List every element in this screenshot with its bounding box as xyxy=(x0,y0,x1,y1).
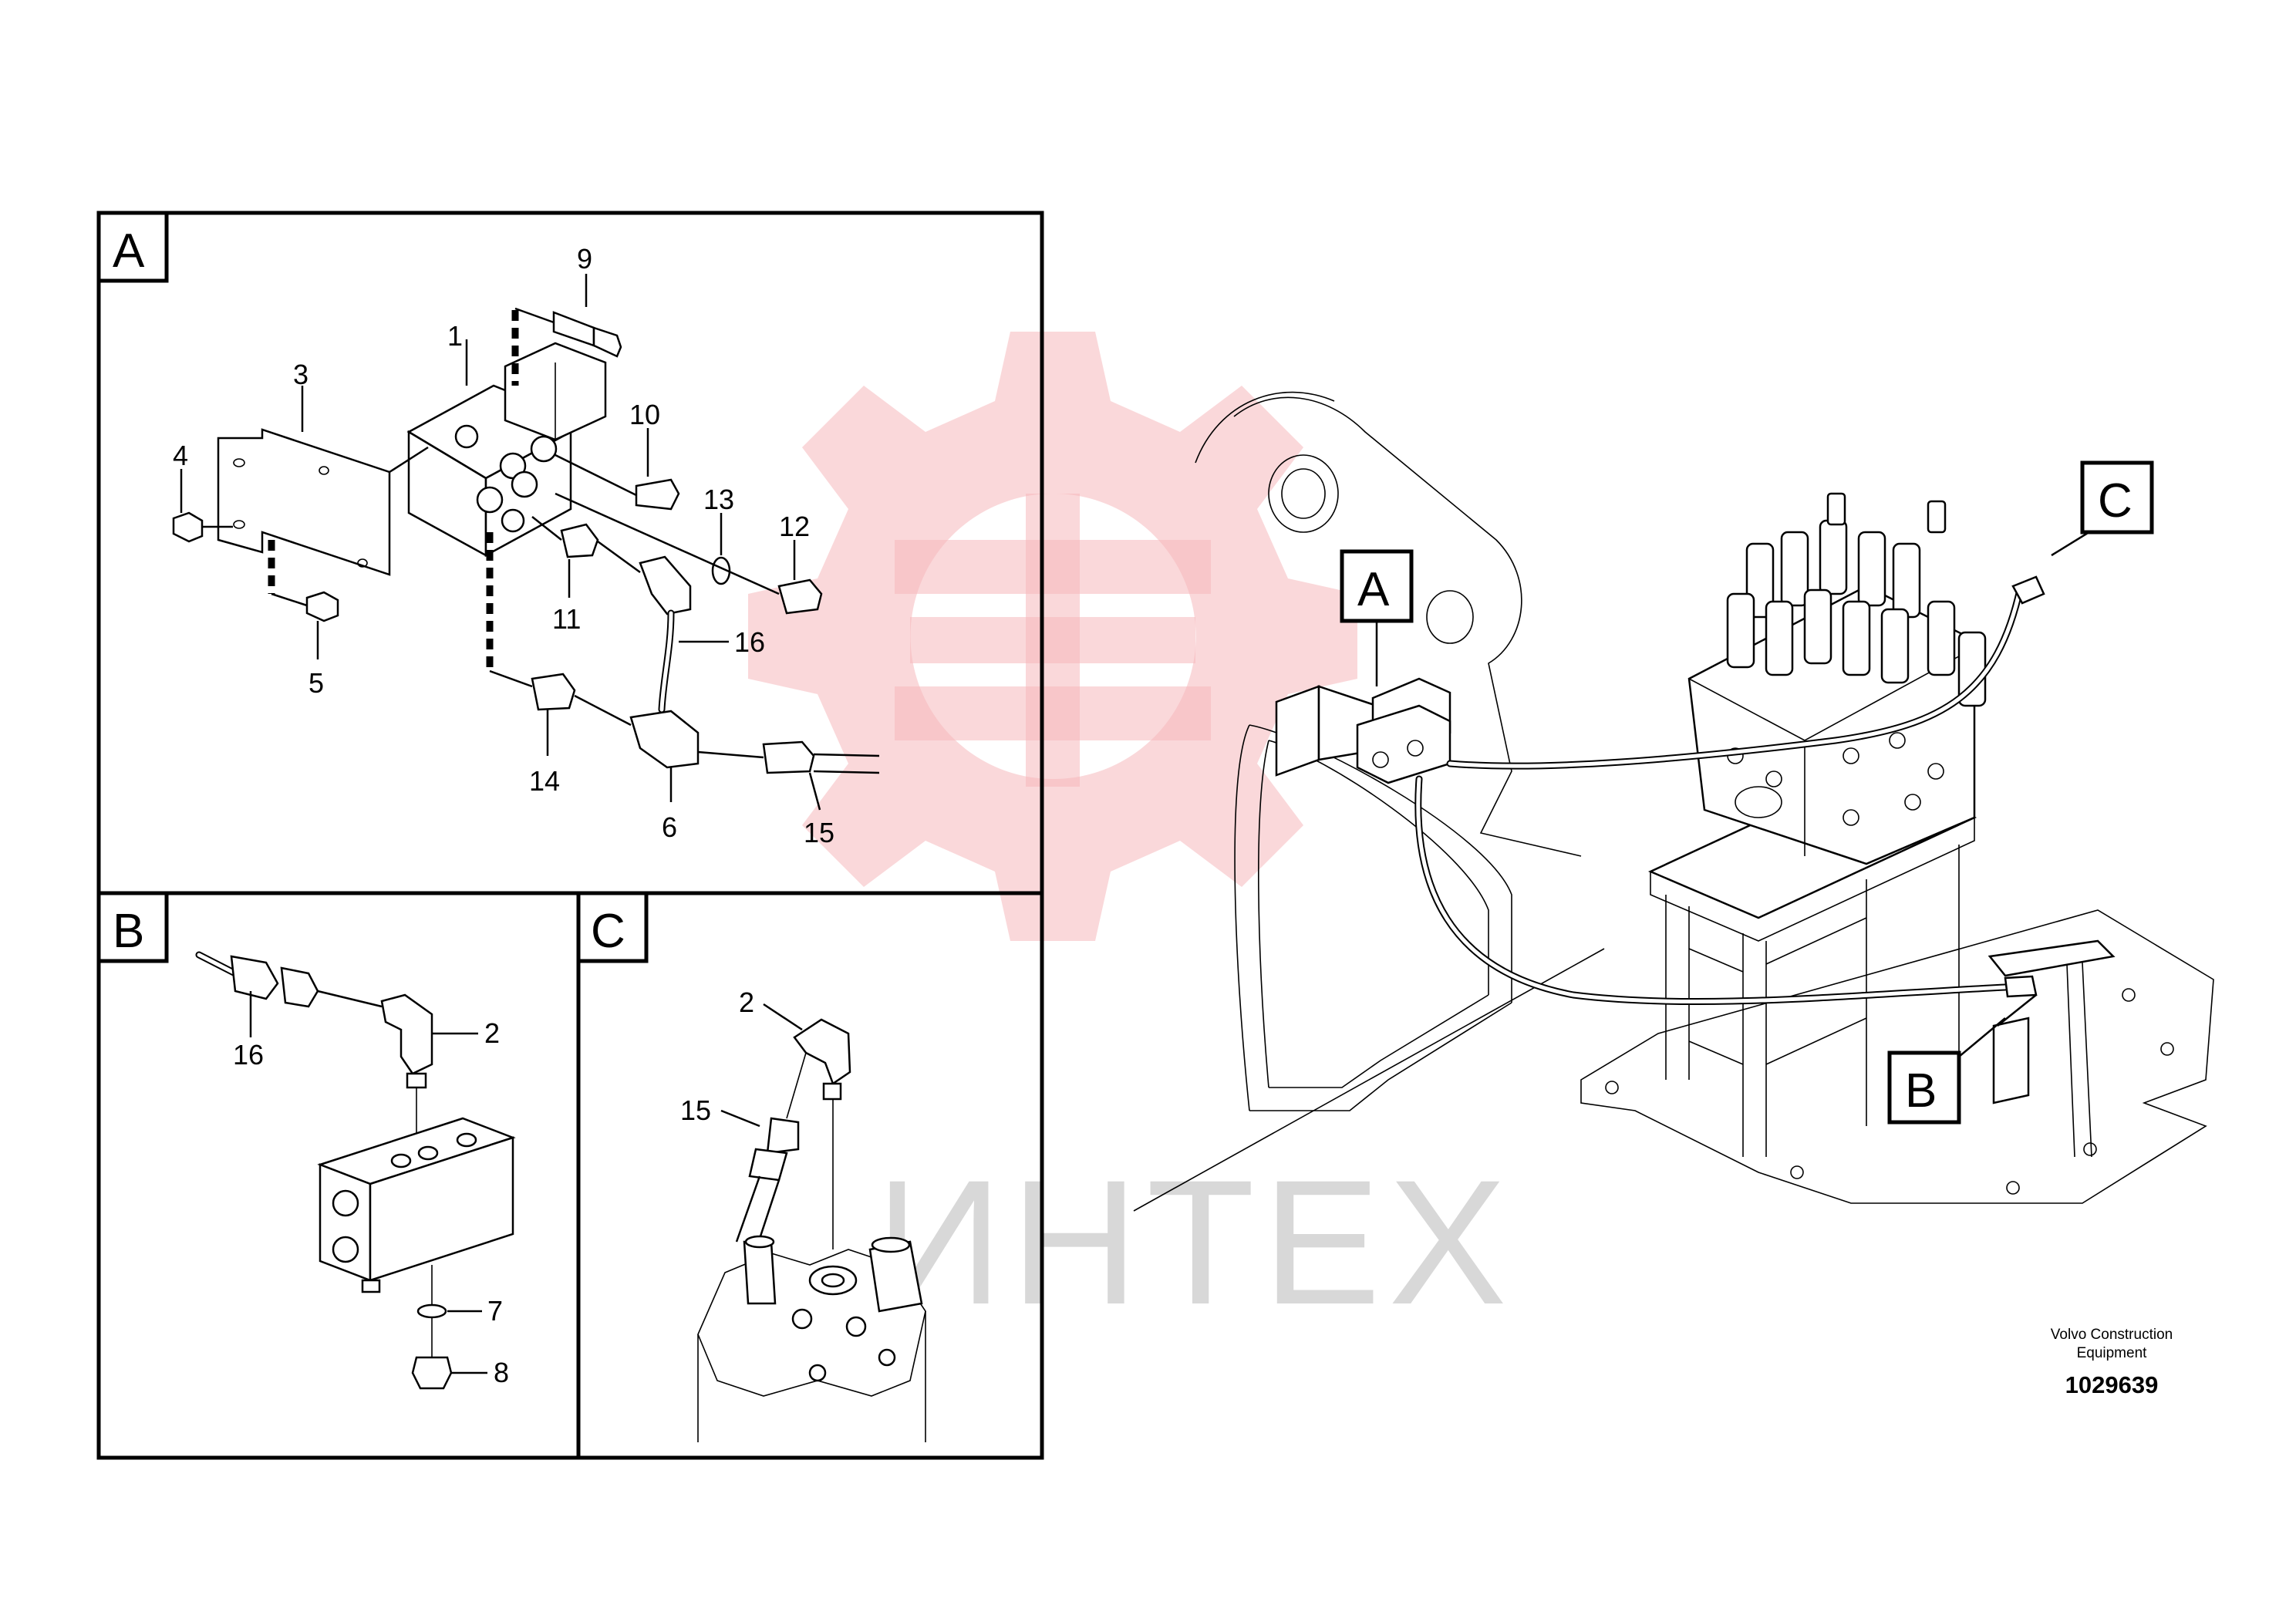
main-tag-c: C xyxy=(2098,474,2132,528)
callout-b-2: 2 xyxy=(484,1017,500,1049)
callout-a-3: 3 xyxy=(293,359,308,390)
footer-line-2: Equipment xyxy=(2077,1345,2148,1361)
callout-a-11: 11 xyxy=(552,603,581,635)
callout-a-5: 5 xyxy=(308,667,324,699)
callout-a-10: 10 xyxy=(629,399,660,430)
callout-b-7: 7 xyxy=(487,1295,503,1327)
callout-c-2: 2 xyxy=(739,986,754,1018)
panel-a-label: A xyxy=(113,224,145,278)
callout-a-12: 12 xyxy=(779,511,810,542)
drawing-number: 1029639 xyxy=(2065,1371,2159,1398)
panel-c-label: C xyxy=(591,905,625,958)
callout-a-14: 14 xyxy=(529,765,560,797)
panel-c: C 2 15 xyxy=(576,891,1044,1460)
watermark-text: ИНТЕХ xyxy=(875,1143,1515,1341)
solenoid-stack xyxy=(1726,492,1987,707)
callout-a-9: 9 xyxy=(577,243,592,275)
watermark-gear-icon xyxy=(748,332,1357,941)
callout-a-4: 4 xyxy=(173,440,188,471)
callout-a-1: 1 xyxy=(447,320,463,352)
callout-a-6: 6 xyxy=(662,811,677,843)
callout-b-16: 16 xyxy=(233,1039,264,1071)
main-tag-a: A xyxy=(1357,563,1390,616)
panel-b-label: B xyxy=(113,905,144,958)
callout-a-13: 13 xyxy=(703,484,734,515)
panel-b: B 16 2 7 8 xyxy=(96,891,581,1460)
callout-a-16: 16 xyxy=(734,626,765,658)
machine-overview: A C B xyxy=(1133,391,2214,1212)
footer-line-1: Volvo Construction xyxy=(2051,1327,2173,1343)
callout-b-8: 8 xyxy=(494,1357,509,1388)
drawing-footer: Volvo Construction Equipment 1029639 xyxy=(2051,1327,2173,1398)
callout-c-15: 15 xyxy=(680,1094,711,1126)
main-tag-b: B xyxy=(1905,1064,1937,1118)
callout-a-15: 15 xyxy=(804,817,834,848)
panel-a: A xyxy=(96,211,1044,895)
